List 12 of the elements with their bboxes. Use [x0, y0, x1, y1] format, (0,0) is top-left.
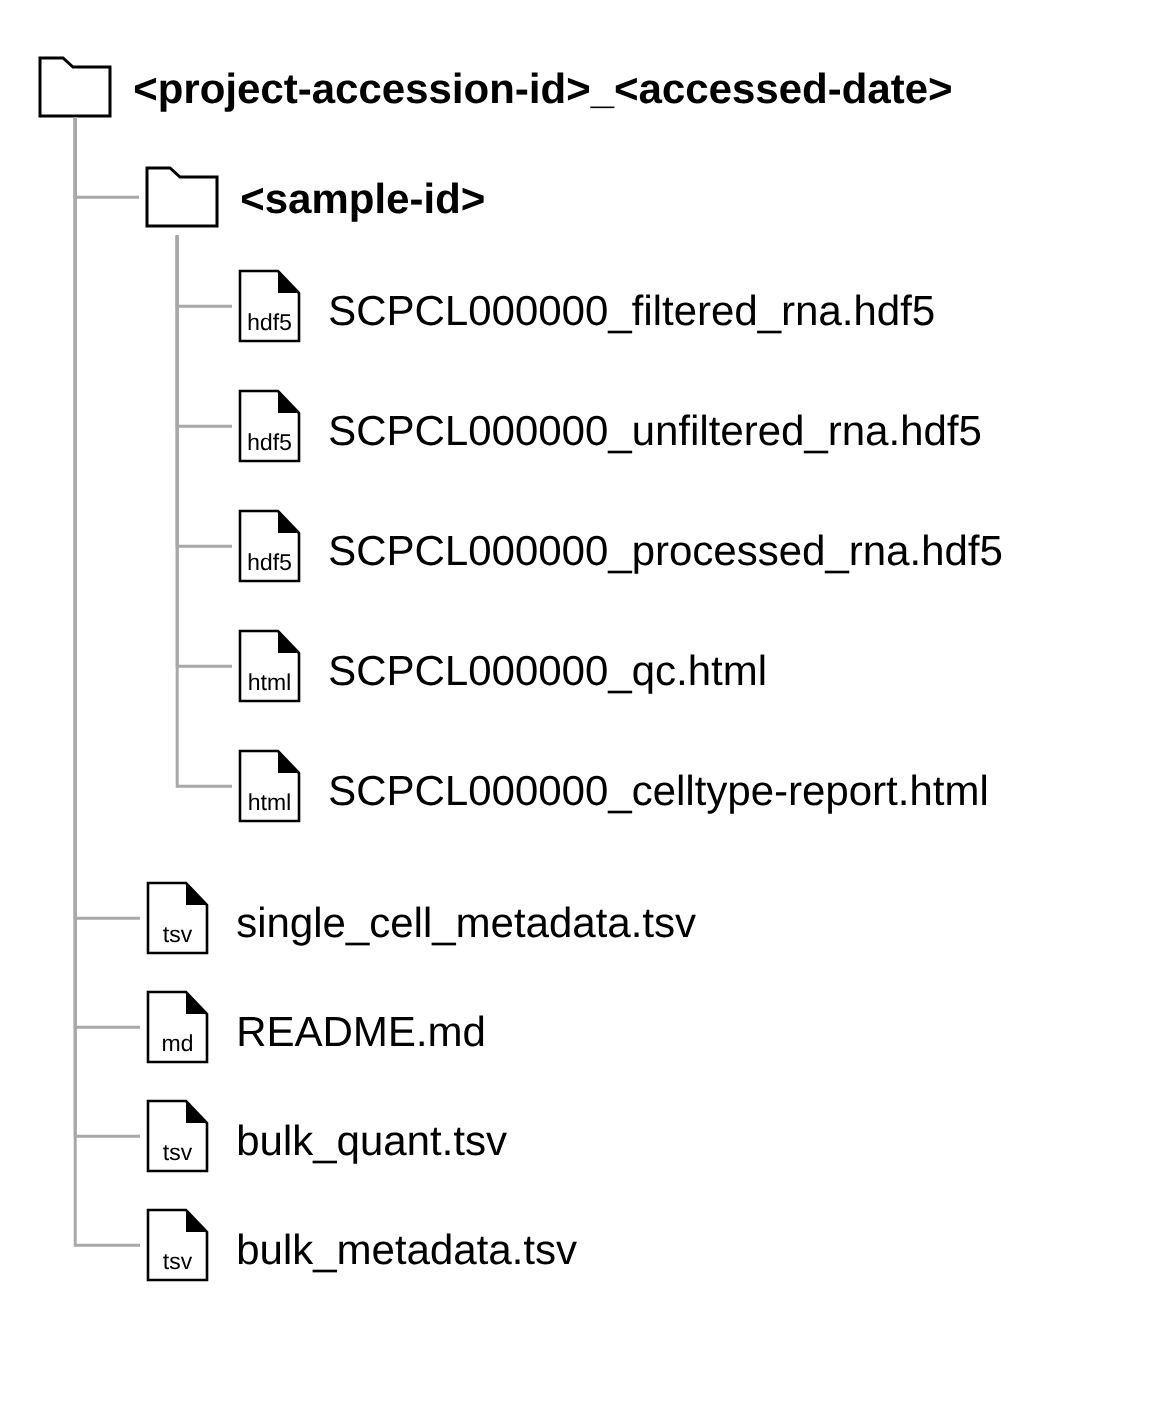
- tree-line: [175, 235, 232, 788]
- file-name: single_cell_metadata.tsv: [237, 906, 696, 946]
- file-name: SCPCL000000_celltype-report.html: [330, 774, 986, 814]
- file-name: bulk_metadata.tsv: [238, 1233, 577, 1273]
- file-name: SCPCL000000_filtered_rna.hdf5: [330, 294, 934, 334]
- file-name: README.md: [239, 1015, 484, 1047]
- folder-name: <sample-id>: [241, 182, 484, 222]
- file-name: SCPCL000000_processed_rna.hdf5: [330, 534, 1002, 574]
- file-name: SCPCL000000_qc.html: [330, 654, 765, 694]
- file-name: bulk_quant.tsv: [238, 1124, 507, 1164]
- file-name: SCPCL000000_unfiltered_rna.hdf5: [330, 414, 981, 454]
- folder-name: <project-accession-id>_<accessed-date>: [134, 72, 951, 112]
